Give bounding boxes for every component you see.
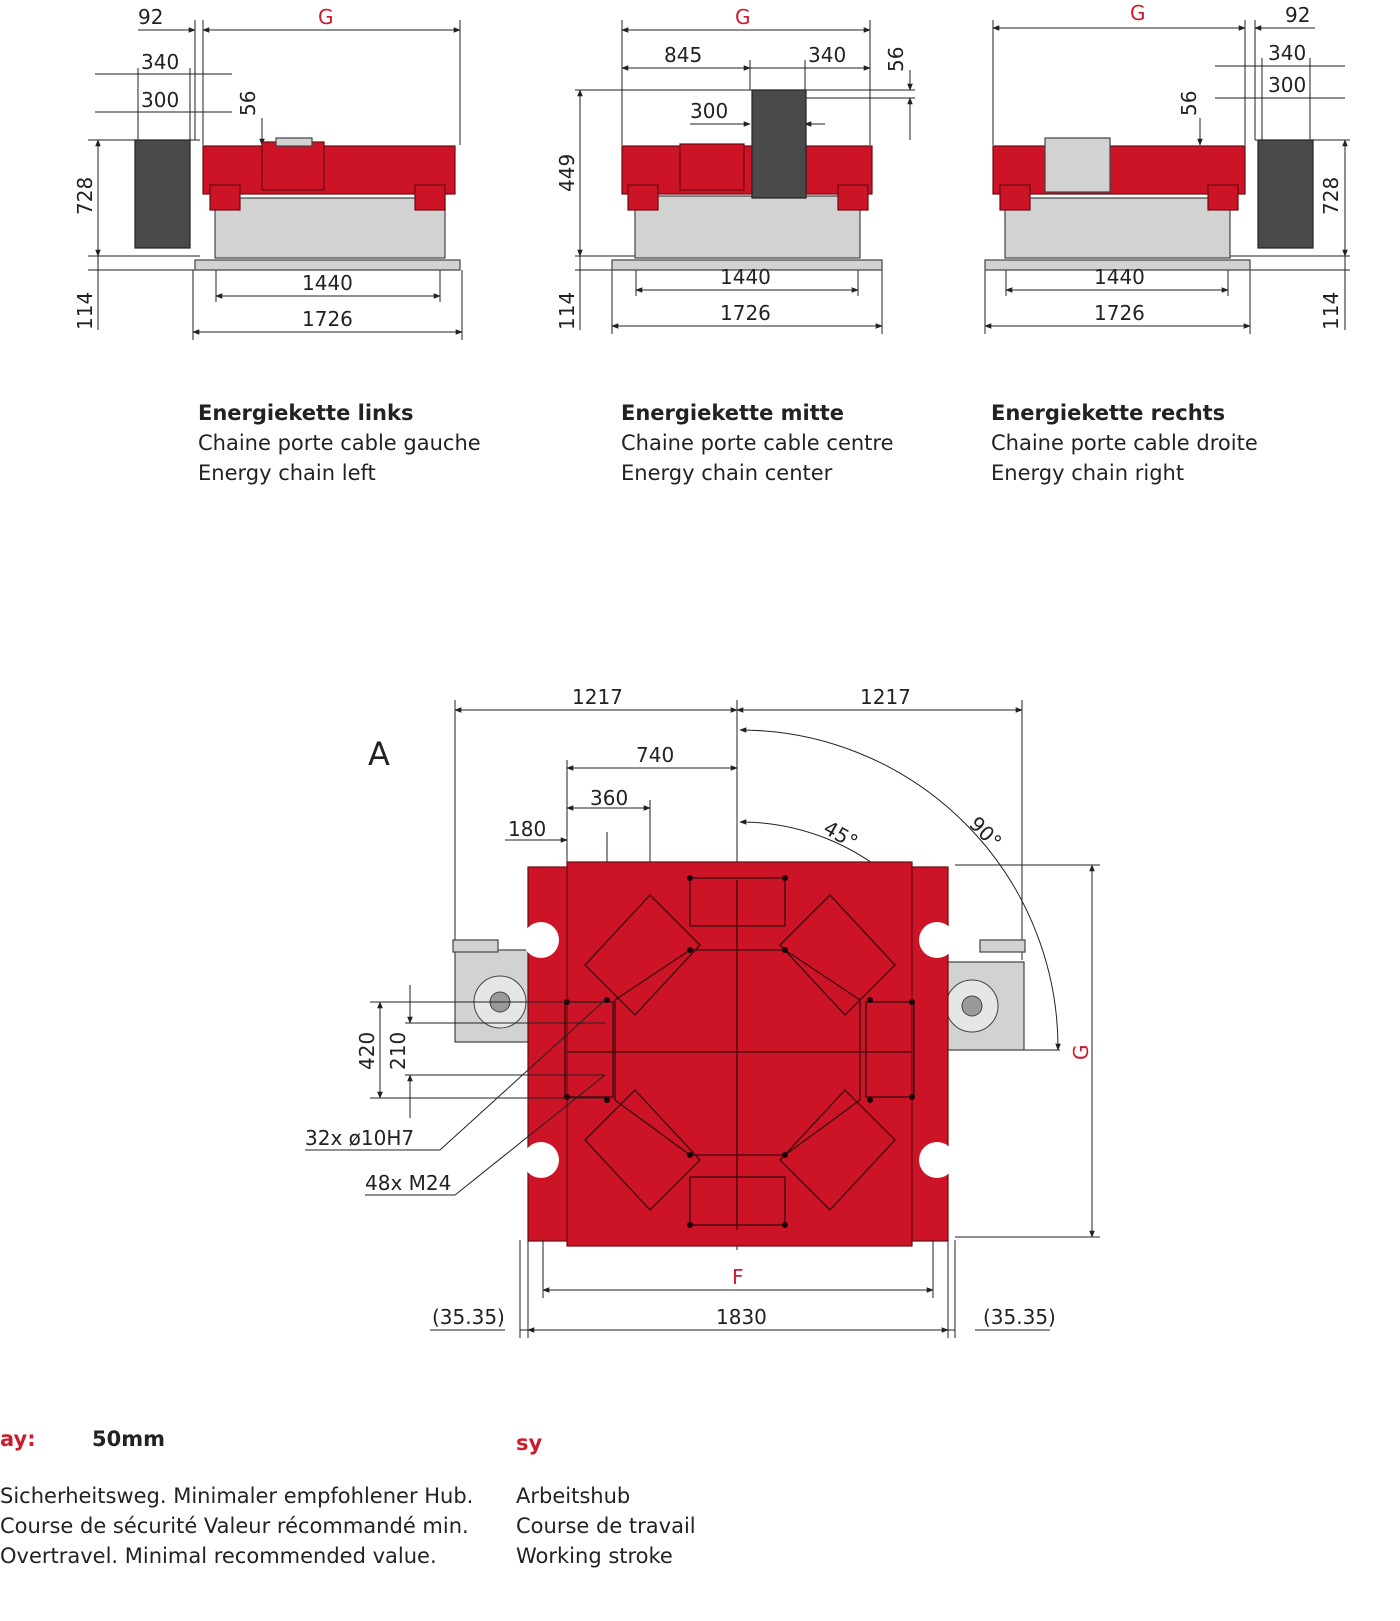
dim-3535-left: (35.35) (432, 1305, 505, 1329)
dim-114: 114 (73, 292, 97, 330)
dim-1217-right: 1217 (860, 685, 911, 709)
ay-description: Sicherheitsweg. Minimaler empfohlener Hu… (0, 1481, 473, 1571)
dim-114: 114 (1319, 292, 1343, 330)
view-energy-chain-center: G 845 340 56 300 449 114 1440 1726 (555, 5, 915, 334)
energy-chain (751, 89, 807, 199)
dim-340: 340 (808, 43, 846, 67)
dim-56: 56 (236, 91, 260, 116)
angle-45: 45° (820, 816, 863, 855)
caption-left-fr: Chaine porte cable gauche (198, 431, 481, 455)
dim-56: 56 (884, 47, 908, 72)
label-threads: 48x M24 (365, 1171, 451, 1195)
caption-center-title: Energiekette mitte (621, 401, 845, 425)
plan-view-a: A 1217 1217 740 360 180 45° 90° 420 210 … (305, 685, 1100, 1338)
dim-1726: 1726 (720, 301, 771, 325)
base-frame (214, 197, 446, 259)
dim-728: 728 (73, 177, 97, 215)
dim-449: 449 (555, 154, 579, 192)
dim-114: 114 (555, 292, 579, 330)
dim-420: 420 (355, 1032, 379, 1070)
caption-left: Energiekette links Chaine porte cable ga… (198, 398, 481, 488)
dim-g-plan: G (1069, 1045, 1093, 1061)
dim-210: 210 (386, 1032, 410, 1070)
view-energy-chain-right: G 92 340 300 56 728 114 1440 1726 (984, 1, 1350, 334)
dim-1440: 1440 (720, 265, 771, 289)
dim-340: 340 (1268, 41, 1306, 65)
dim-300: 300 (1268, 73, 1306, 97)
energy-chain (1257, 139, 1314, 249)
dim-740: 740 (636, 743, 674, 767)
caption-center: Energiekette mitte Chaine porte cable ce… (621, 398, 894, 488)
dim-1830: 1830 (716, 1305, 767, 1329)
dim-3535-right: (35.35) (983, 1305, 1056, 1329)
dim-845: 845 (664, 43, 702, 67)
dim-g: G (1130, 1, 1146, 25)
dim-1217-left: 1217 (572, 685, 623, 709)
energy-chain (134, 139, 191, 249)
caption-center-en: Energy chain center (621, 461, 833, 485)
ay-value: 50mm (92, 1427, 165, 1451)
ay-en: Overtravel. Minimal recommended value. (0, 1544, 437, 1568)
dim-1726: 1726 (302, 307, 353, 331)
dim-1726: 1726 (1094, 301, 1145, 325)
caption-center-fr: Chaine porte cable centre (621, 431, 894, 455)
dim-728: 728 (1319, 177, 1343, 215)
dim-g: G (735, 5, 751, 29)
ay-label: ay: (0, 1427, 36, 1451)
angle-90: 90° (964, 812, 1006, 854)
caption-left-en: Energy chain left (198, 461, 376, 485)
sy-description: Arbeitshub Course de travail Working str… (516, 1481, 696, 1571)
sy-fr: Course de travail (516, 1514, 696, 1538)
dim-56: 56 (1177, 91, 1201, 116)
ay-fr: Course de sécurité Valeur récommandé min… (0, 1514, 469, 1538)
dim-92: 92 (138, 5, 163, 29)
label-holes: 32x ø10H7 (305, 1126, 414, 1150)
carriage (202, 145, 456, 195)
view-energy-chain-left: 92 G 340 300 56 728 114 1440 1726 (73, 5, 463, 340)
caption-right: Energiekette rechts Chaine porte cable d… (991, 398, 1258, 488)
dim-1440: 1440 (1094, 265, 1145, 289)
sy-de: Arbeitshub (516, 1484, 631, 1508)
caption-right-en: Energy chain right (991, 461, 1185, 485)
sy-label: sy (516, 1431, 543, 1455)
sy-en: Working stroke (516, 1544, 673, 1568)
caption-right-title: Energiekette rechts (991, 401, 1226, 425)
dim-92: 92 (1285, 3, 1310, 27)
caption-left-title: Energiekette links (198, 401, 414, 425)
ay-de: Sicherheitsweg. Minimaler empfohlener Hu… (0, 1484, 474, 1508)
dim-300: 300 (141, 88, 179, 112)
dim-300: 300 (690, 99, 728, 123)
caption-right-fr: Chaine porte cable droite (991, 431, 1258, 455)
dim-f: F (732, 1265, 744, 1289)
dim-1440: 1440 (302, 271, 353, 295)
dim-340: 340 (141, 50, 179, 74)
dim-180: 180 (508, 817, 546, 841)
view-label-a: A (368, 735, 390, 773)
dim-360: 360 (590, 786, 628, 810)
dim-g: G (318, 5, 334, 29)
